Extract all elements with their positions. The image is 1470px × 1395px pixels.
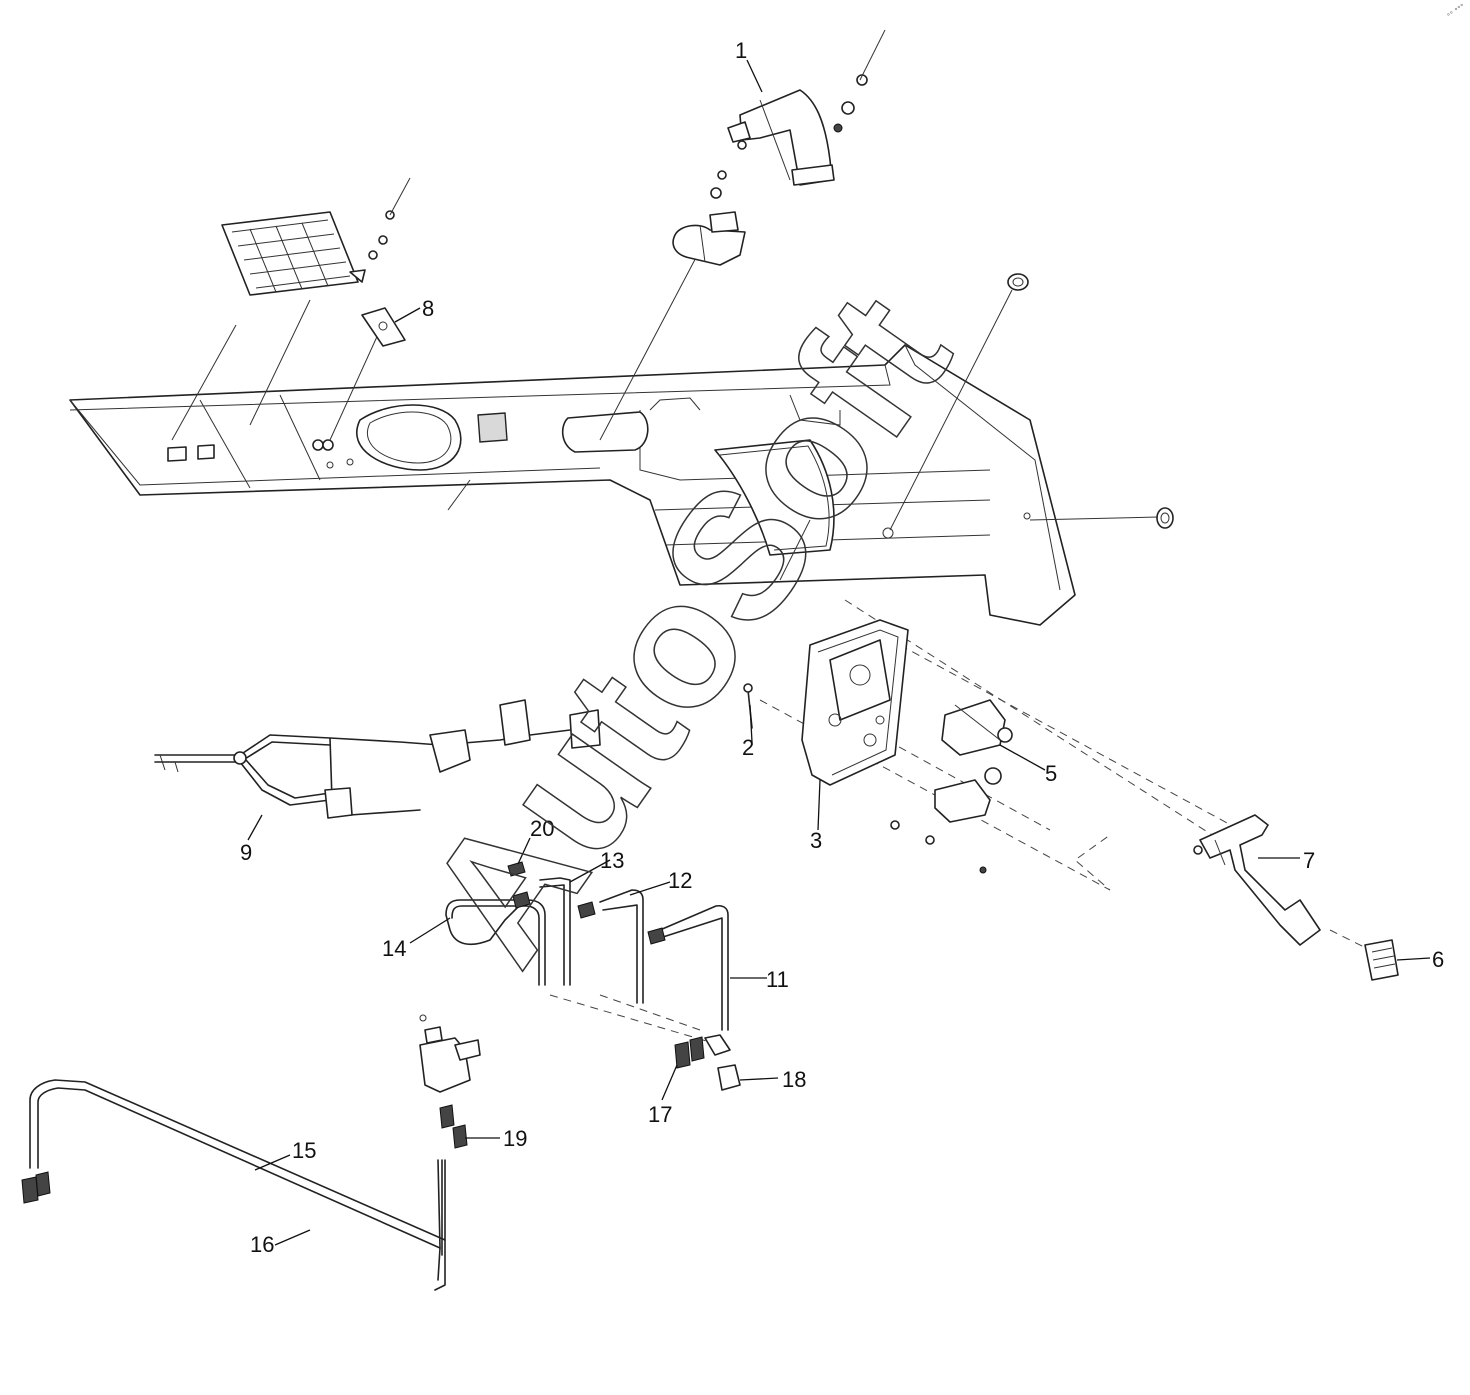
rear-brake-lines [21, 1014, 481, 1291]
callout-2: 2 [742, 735, 754, 760]
wire-harness-part-9 [154, 699, 601, 819]
master-cylinder-part-5 [941, 699, 1013, 756]
callout-18: 18 [782, 1067, 806, 1092]
callout-leaders [247, 59, 1431, 1246]
slave-cylinder [890, 767, 1002, 874]
callout-5: 5 [1045, 761, 1057, 786]
bracket-part-1 [710, 29, 886, 199]
callout-9: 9 [240, 840, 252, 865]
main-panel [69, 344, 1076, 626]
pedal-lever-part-7 [1193, 814, 1321, 946]
callout-11: 11 [766, 967, 789, 992]
callout-12: 12 [668, 868, 692, 893]
callout-15: 15 [292, 1138, 316, 1163]
pedal-plate-part-3 [801, 619, 909, 786]
callout-3: 3 [810, 828, 822, 853]
grille-vent [221, 177, 411, 296]
plate-part-8 [361, 307, 406, 347]
callout-17: 17 [648, 1102, 672, 1127]
corner-mark: °° °°° [1446, 2, 1467, 20]
callout-13: 13 [600, 848, 624, 873]
callout-16: 16 [250, 1232, 274, 1257]
pedal-pad-part-6 [1364, 939, 1399, 981]
grommets [1007, 273, 1174, 529]
callout-1: 1 [735, 38, 747, 63]
motor-assembly [672, 211, 746, 266]
callout-20: 20 [530, 816, 554, 841]
callout-7: 7 [1303, 848, 1315, 873]
callout-19: 19 [503, 1126, 527, 1151]
callout-14: 14 [382, 936, 406, 961]
callout-6: 6 [1432, 947, 1444, 972]
callout-labels: 1 2 3 5 6 7 8 9 11 12 13 14 15 16 17 18 … [240, 38, 1444, 1257]
callout-8: 8 [422, 296, 434, 321]
